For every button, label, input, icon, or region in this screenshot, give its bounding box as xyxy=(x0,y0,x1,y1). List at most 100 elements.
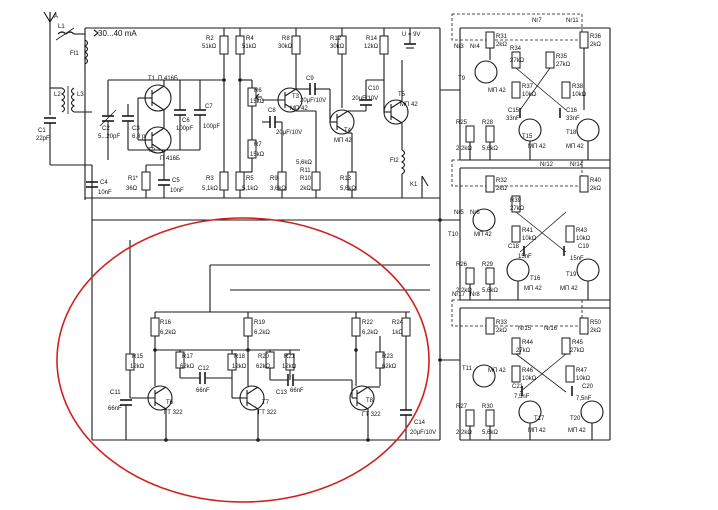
value-r26: 2,2kΩ xyxy=(456,288,472,294)
label-r3: R3 xyxy=(206,176,214,182)
label-r12: R12 xyxy=(330,36,342,42)
value-r29: 5,6kΩ xyxy=(482,288,498,294)
transistor-t2 xyxy=(138,126,172,154)
capacitor-c9 xyxy=(296,83,330,95)
label-l1: L1 xyxy=(58,24,65,30)
lower-bus xyxy=(129,240,430,350)
value-r15: 12kΩ xyxy=(130,364,145,370)
label-r34: R34 xyxy=(510,46,522,52)
value-r22: 6,2kΩ xyxy=(362,330,378,336)
label-nr3: Nr3 xyxy=(454,44,464,50)
value-r25: 2,2kΩ xyxy=(456,146,472,152)
label-r45: R45 xyxy=(572,340,584,346)
type-t18: МП 42 xyxy=(566,144,584,150)
label-r43: R43 xyxy=(576,228,588,234)
value-c3: 6,8 pF xyxy=(132,134,149,140)
label-r26: R26 xyxy=(456,262,468,268)
antenna xyxy=(43,11,57,60)
label-r21: R21 xyxy=(284,354,296,360)
value-c4: 10nF xyxy=(98,190,112,196)
resistor-r22 xyxy=(351,312,361,386)
svg-text:A: A xyxy=(54,14,58,20)
label-c13: C13 xyxy=(276,390,288,396)
label-t9: T9 xyxy=(458,76,466,82)
label-r25: R25 xyxy=(456,120,468,126)
capacitor-c10 xyxy=(348,80,372,112)
value-r17: 62kΩ xyxy=(180,364,195,370)
resistor-r7 xyxy=(240,139,257,173)
label-r13: R13 xyxy=(340,176,352,182)
value-r4: 51kΩ xyxy=(242,44,257,50)
value-c9: 20μF/10V xyxy=(300,98,326,104)
label-r18: R18 xyxy=(234,354,246,360)
label-r19: R19 xyxy=(254,320,266,326)
label-c2: C2 xyxy=(102,126,110,132)
label-nr11: Nr11 xyxy=(566,18,579,24)
label-r23: R23 xyxy=(382,354,394,360)
resistor-r5 xyxy=(235,171,245,198)
resistor-r8 xyxy=(291,28,301,89)
value-c6: 100pF xyxy=(176,126,193,132)
label-c10: C10 xyxy=(368,86,380,92)
label-r37: R37 xyxy=(522,84,534,90)
label-t20: T20 xyxy=(570,416,581,422)
label-c20: C20 xyxy=(582,384,594,390)
label-r41: R41 xyxy=(522,228,534,234)
capacitor-c1 xyxy=(44,117,56,165)
value-r18: 12kΩ xyxy=(232,364,247,370)
value-r11: 5,6kΩ xyxy=(296,160,312,166)
label-t7: T7 xyxy=(262,400,270,406)
value-c15: 33nF xyxy=(506,116,520,122)
label-r2: R2 xyxy=(206,36,214,42)
value-c16: 33nF xyxy=(566,116,580,122)
capacitor-c6 xyxy=(174,80,186,150)
label-t5: T5 xyxy=(398,92,406,98)
value-r19: 6,2kΩ xyxy=(254,330,270,336)
value-r30: 5,6kΩ xyxy=(482,430,498,436)
value-r32: 2kΩ xyxy=(496,186,507,192)
resistor-r12 xyxy=(337,28,347,108)
label-t18: T18 xyxy=(566,130,577,136)
choke-ft1 xyxy=(83,39,89,65)
value-r14: 12kΩ xyxy=(364,44,379,50)
label-nr17: Nr17 xyxy=(452,292,466,298)
label-r50: R50 xyxy=(590,320,602,326)
label-t17: T17 xyxy=(534,416,545,422)
label-r39: R39 xyxy=(510,198,522,204)
resistor-r14 xyxy=(366,28,389,81)
type-t5: МП 42 xyxy=(400,102,418,108)
value-r13: 5,6kΩ xyxy=(340,186,356,192)
label-t1: T1 xyxy=(148,76,156,82)
label-ft2: Ft2 xyxy=(390,158,399,164)
label-nr5: Nr5 xyxy=(454,210,464,216)
capacitor-c3 xyxy=(122,104,134,150)
label-r16: R16 xyxy=(160,320,172,326)
type-t19: МП 42 xyxy=(560,286,578,292)
label-r7: R7 xyxy=(254,142,262,148)
module-3 xyxy=(451,299,604,440)
potentiometer-r6 xyxy=(247,80,262,140)
resistor-r3 xyxy=(219,171,229,198)
capacitor-c13 xyxy=(270,374,352,386)
label-t19: T19 xyxy=(566,272,577,278)
module-1 xyxy=(451,13,600,160)
resistor-r20 xyxy=(265,350,275,380)
resistor-r15 xyxy=(125,350,135,398)
switch-k1[interactable] xyxy=(421,175,429,198)
label-l3: L3 xyxy=(77,92,84,98)
highlight-circle xyxy=(56,217,430,503)
type-t8: ГТ 322 xyxy=(362,412,381,418)
label-r35: R35 xyxy=(556,54,568,60)
value-r9: 3,6kΩ xyxy=(270,186,286,192)
type-t15: МП 42 xyxy=(528,144,546,150)
label-nr7: Nr7 xyxy=(532,18,542,24)
type-t17: МП 42 xyxy=(528,428,546,434)
label-r29: R29 xyxy=(482,262,494,268)
label-r28: R28 xyxy=(482,120,494,126)
transistor-t8 xyxy=(349,380,380,440)
resistor-r2 xyxy=(219,28,229,172)
type-t7: ГТ 322 xyxy=(258,410,277,416)
value-c10: 20μF/10V xyxy=(352,96,378,102)
label-c18: C18 xyxy=(508,244,520,250)
